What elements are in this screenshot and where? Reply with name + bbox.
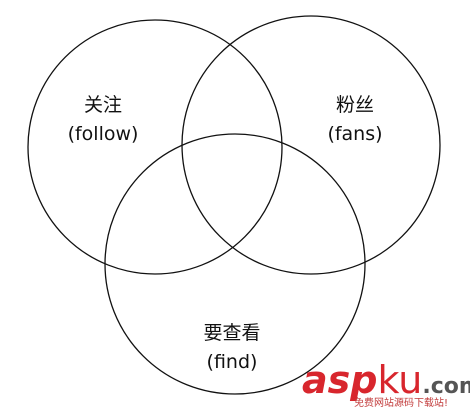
label-find-name: 要查看 — [203, 322, 260, 344]
label-follow-en: (follow) — [68, 123, 139, 145]
label-find-en: (find) — [207, 351, 258, 373]
svg-text:aspku.com: aspku.com — [302, 358, 470, 402]
label-fans-name: 粉丝 — [336, 94, 374, 116]
circle-fans — [181, 15, 441, 275]
watermark-part1: asp — [302, 358, 377, 402]
label-follow-name: 关注 — [84, 94, 122, 116]
circle-follow — [27, 19, 283, 275]
circle-find — [104, 133, 366, 395]
watermark-logo: aspku.com 免费网站源码下载站! — [302, 358, 470, 409]
watermark-part3: .com — [422, 374, 470, 399]
watermark-subtitle: 免费网站源码下载站! — [354, 396, 448, 409]
watermark-part2: ku — [377, 358, 422, 402]
label-fans-en: (fans) — [327, 123, 382, 145]
